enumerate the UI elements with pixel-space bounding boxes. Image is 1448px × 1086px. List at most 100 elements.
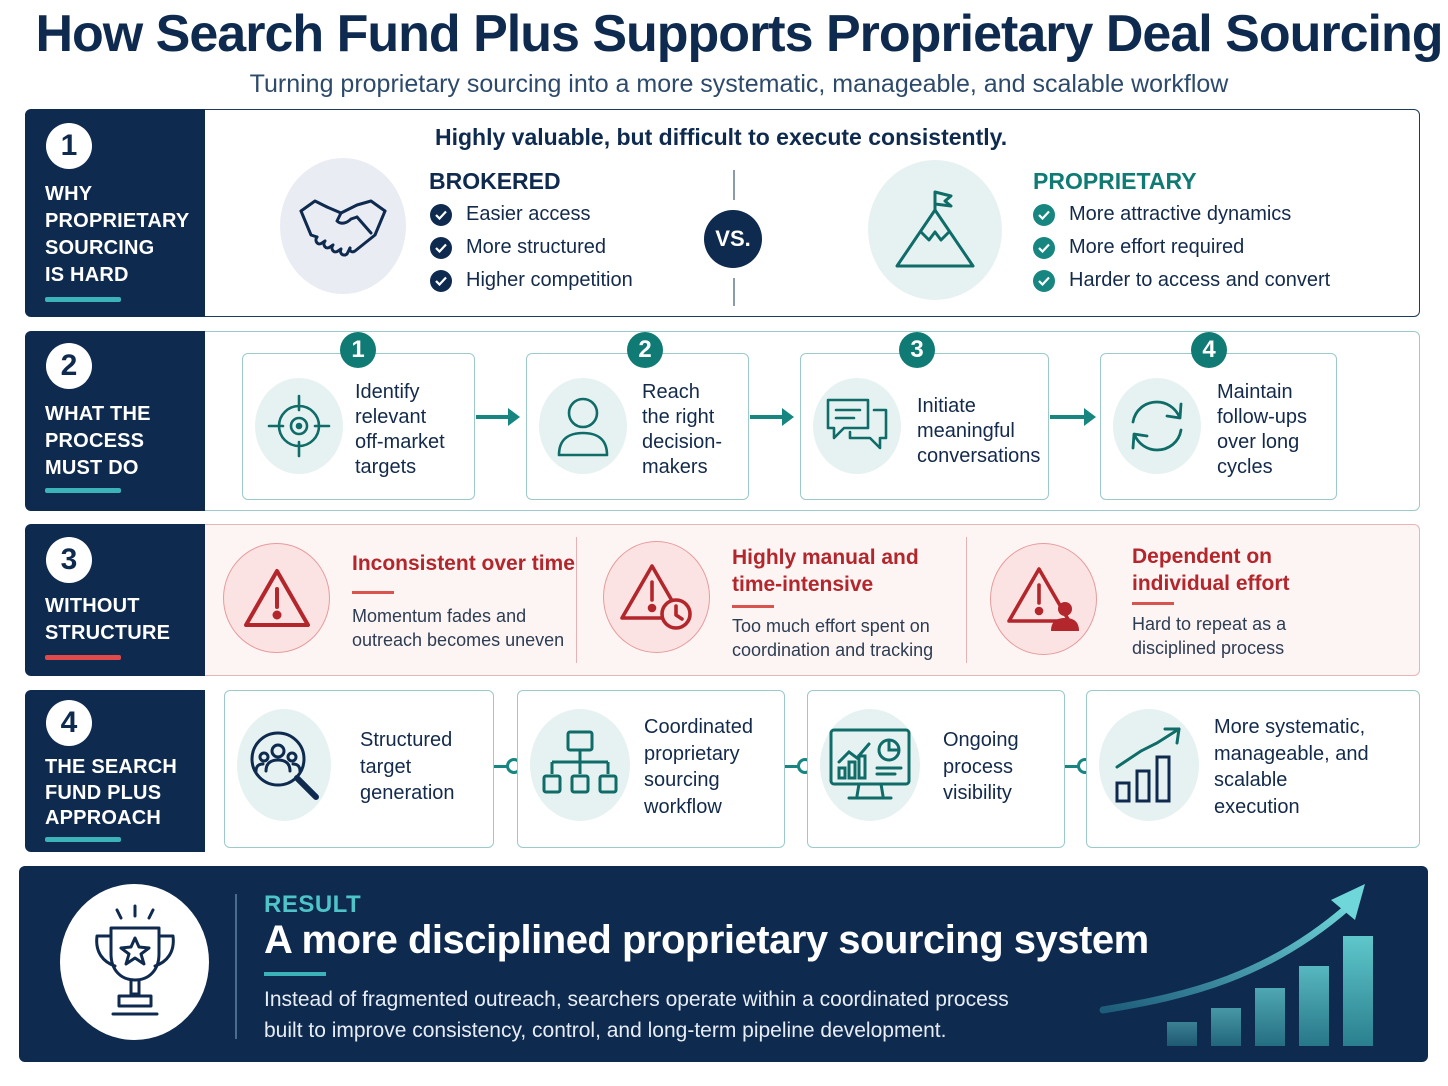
warning-person-icon: [990, 543, 1097, 655]
trophy-icon: [60, 884, 209, 1040]
result-label: RESULT: [264, 891, 362, 918]
dashboard-monitor-icon: [820, 709, 920, 821]
arrow-right-icon: [476, 408, 520, 426]
step-number: 4: [1191, 332, 1227, 368]
result-banner: RESULT A more disciplined proprietary so…: [19, 866, 1428, 1062]
page-title: How Search Fund Plus Supports Proprietar…: [35, 5, 1443, 63]
org-chart-icon: [530, 709, 630, 821]
section-accent-bar: [45, 655, 121, 660]
check-icon: [1033, 203, 1055, 226]
mountain-flag-icon: [868, 160, 1002, 300]
connector: [785, 765, 807, 768]
section-number: 3: [46, 537, 92, 583]
step-number: 1: [340, 332, 376, 368]
divider: [235, 894, 237, 1039]
section-number: 2: [46, 343, 92, 389]
step-number: 2: [627, 332, 663, 368]
section-accent-bar: [45, 488, 121, 493]
proprietary-item: More effort required: [1033, 236, 1244, 259]
result-accent-bar: [264, 972, 326, 976]
arrow-right-icon: [1050, 408, 1096, 426]
section-body: Highly valuable, but difficult to execut…: [205, 109, 1420, 317]
section-body: Inconsistent over time Momentum fades an…: [205, 524, 1420, 676]
target-icon: [255, 378, 343, 474]
people-search-icon: [237, 709, 331, 821]
section-number: 4: [46, 700, 92, 746]
brokered-item: Higher competition: [430, 269, 633, 292]
issue-underline: [732, 605, 774, 608]
brokered-item: Easier access: [430, 203, 591, 226]
check-icon: [1033, 269, 1055, 292]
brokered-item: More structured: [430, 236, 606, 259]
refresh-icon: [1113, 378, 1201, 474]
divider: [733, 170, 735, 200]
section-accent-bar: [45, 297, 121, 302]
brokered-title: BROKERED: [429, 168, 561, 194]
warning-clock-icon: [603, 541, 710, 653]
growth-chart-icon: [1099, 709, 1199, 821]
proprietary-title: PROPRIETARY: [1033, 168, 1197, 194]
proprietary-item: Harder to access and convert: [1033, 269, 1330, 292]
result-text: Instead of fragmented outreach, searcher…: [264, 988, 1009, 1042]
result-title: A more disciplined proprietary sourcing …: [264, 918, 1149, 962]
arrow-right-icon: [750, 408, 794, 426]
check-icon: [430, 203, 452, 226]
connector: [1065, 765, 1087, 768]
section-headline: Highly valuable, but difficult to execut…: [435, 124, 1008, 150]
chat-icon: [813, 378, 901, 474]
check-icon: [430, 236, 452, 259]
proprietary-item: More attractive dynamics: [1033, 203, 1291, 226]
check-icon: [430, 269, 452, 292]
step-number: 3: [899, 332, 935, 368]
section-number: 1: [46, 123, 92, 169]
issue-title: Inconsistent over time: [352, 552, 575, 575]
issue-underline: [1132, 602, 1174, 605]
divider: [966, 537, 967, 663]
issue-underline: [352, 591, 394, 594]
section-accent-bar: [45, 837, 121, 842]
check-icon: [1033, 236, 1055, 259]
rising-bars-arrow-icon: [1099, 876, 1399, 1056]
page-subtitle: Turning proprietary sourcing into a more…: [249, 70, 1229, 98]
vs-badge: VS.: [704, 210, 762, 268]
divider: [576, 537, 577, 663]
divider: [733, 278, 735, 306]
handshake-icon: [280, 158, 406, 294]
person-icon: [539, 378, 627, 474]
warning-icon: [223, 543, 330, 653]
